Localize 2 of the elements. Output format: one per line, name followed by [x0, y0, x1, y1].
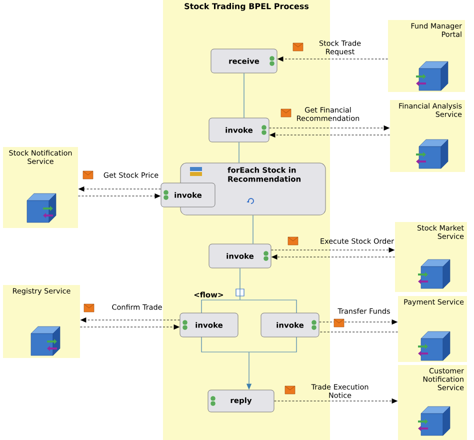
connector: [238, 142, 240, 164]
connector: [252, 214, 254, 244]
